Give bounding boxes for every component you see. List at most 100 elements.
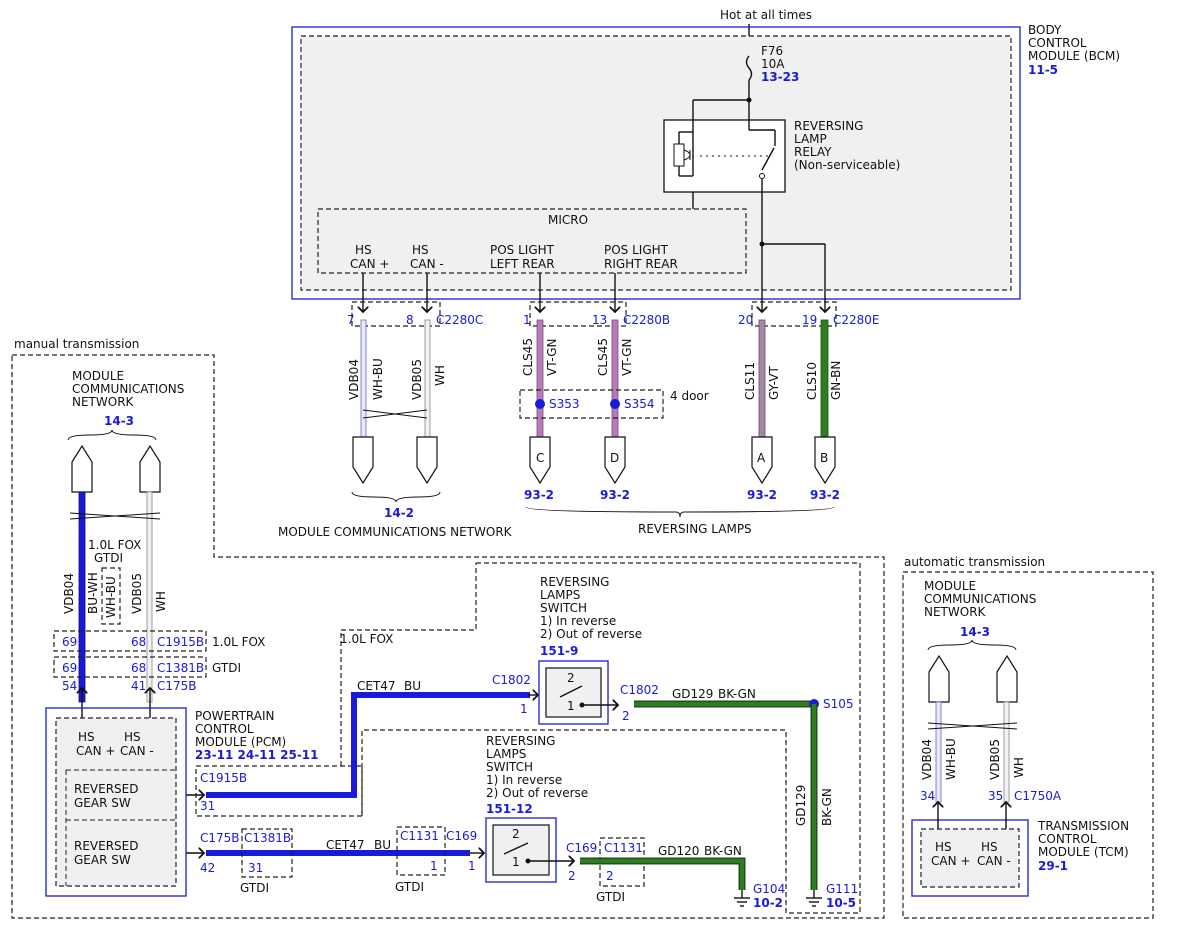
pcm-box [45, 707, 187, 897]
pin-68-a: 68 [131, 635, 146, 649]
manual-fox-conn-label: 1.0L FOX [212, 635, 265, 649]
manual-wire-wh: WH [154, 591, 168, 612]
ref-93-2-c[interactable]: 93-2 [524, 488, 554, 502]
sw1-ref[interactable]: 151-9 [540, 644, 578, 658]
pin-31: 31 [200, 799, 215, 813]
splice-s105-label[interactable]: S105 [823, 697, 854, 711]
sw2-label-4: 1) In reverse [486, 773, 562, 787]
connector-c1915b[interactable]: C1915B [157, 635, 204, 649]
sw1-pos-1: 1 [567, 699, 575, 713]
connector-c175b-pcm[interactable]: C175B [200, 831, 240, 845]
sw2-label-2: LAMPS [486, 747, 526, 761]
wire-cls11: CLS11 [743, 362, 757, 400]
terminal-connector-icon [996, 654, 1018, 703]
pin-8: 8 [406, 313, 414, 327]
connector-c169-a[interactable]: C169 [446, 829, 477, 843]
pin-pos-right-2: RIGHT REAR [604, 257, 678, 271]
connector-c2280c[interactable]: C2280C [436, 313, 483, 327]
tcm-can-plus: CAN + [931, 854, 970, 868]
connector-c1750a[interactable]: C1750A [1014, 789, 1062, 803]
switch1-box[interactable] [538, 660, 609, 725]
pin-7: 7 [347, 313, 355, 327]
auto-mcn-3: NETWORK [924, 605, 987, 619]
tcm-hs-1: HS [935, 840, 952, 854]
wire-gd129-vertical: GD129 [794, 785, 808, 826]
bcm-label-2: CONTROL [1028, 36, 1087, 50]
connector-c1131-b[interactable]: C1131 [604, 841, 643, 855]
connector-c169-b[interactable]: C169 [566, 841, 597, 855]
splice-s353-label[interactable]: S353 [549, 397, 580, 411]
connector-c2280b[interactable]: C2280B [623, 313, 670, 327]
relay-label-1: REVERSING [794, 119, 863, 133]
pin-34: 34 [920, 789, 935, 803]
mcn-top-ref[interactable]: 14-2 [384, 506, 414, 520]
pin-69-b: 69 [62, 661, 77, 675]
wire-whbu: WH-BU [371, 358, 385, 400]
ground-g111-ref[interactable]: 10-5 [826, 896, 856, 910]
terminal-connector-icon [529, 436, 551, 485]
ground-g111[interactable]: G111 [826, 882, 858, 896]
connector-c2280e[interactable]: C2280E [833, 313, 880, 327]
connector-c1915b-pcm[interactable]: C1915B [200, 771, 247, 785]
auto-wire-wh: WH [1012, 757, 1026, 778]
connector-c1802-a[interactable]: C1802 [492, 673, 531, 687]
sw2-gtdi-1: GTDI [395, 880, 424, 894]
switch2-box[interactable] [485, 817, 557, 883]
pcm-label-3: MODULE (PCM) [195, 735, 286, 749]
connector-c1381b-pcm[interactable]: C1381B [244, 831, 291, 845]
wire-vdb04: VDB04 [347, 359, 361, 400]
pin-54: 54 [62, 679, 77, 693]
pcm-can-minus: CAN - [120, 744, 154, 758]
wire-vdb05: VDB05 [410, 359, 424, 400]
sw2-wire-gd120: GD120 [658, 844, 699, 858]
pcm-ref[interactable]: 23-11 24-11 25-11 [195, 748, 319, 762]
manual-wire-whbu: WH-BU [104, 576, 118, 618]
tcm-label-2: CONTROL [1038, 832, 1097, 846]
wire-cet47-fox [206, 692, 530, 798]
manual-transmission-title: manual transmission [14, 337, 139, 351]
tcm-label-1: TRANSMISSION [1037, 819, 1129, 833]
tcm-ref[interactable]: 29-1 [1038, 859, 1068, 873]
ref-93-2-d[interactable]: 93-2 [600, 488, 630, 502]
pin-pos-right-1: POS LIGHT [604, 243, 669, 257]
sw1-pos-2: 2 [567, 671, 575, 685]
ground-g104-ref[interactable]: 10-2 [753, 896, 783, 910]
connector-c1802-b[interactable]: C1802 [620, 683, 659, 697]
auto-mcn-ref[interactable]: 14-3 [960, 625, 990, 639]
ground-icon [806, 890, 822, 907]
connector-c175b[interactable]: C175B [157, 679, 197, 693]
bcm-ref[interactable]: 11-5 [1028, 63, 1058, 77]
manual-mcn-1: MODULE [72, 369, 124, 383]
wire-cls10: CLS10 [805, 362, 819, 400]
relay-label-4: (Non-serviceable) [794, 158, 900, 172]
ground-g104[interactable]: G104 [753, 882, 785, 896]
relay-label-2: LAMP [794, 132, 827, 146]
connector-c1381b[interactable]: C1381B [157, 661, 204, 675]
wire-vtgn-a: VT-GN [545, 339, 559, 376]
connector-c1131-a[interactable]: C1131 [400, 829, 439, 843]
splice-s354-label[interactable]: S354 [624, 397, 655, 411]
wire-gnbn: GN-BN [829, 361, 843, 400]
pcm-reversed-1b: GEAR SW [74, 796, 131, 810]
ground-icon [734, 890, 750, 907]
ref-93-2-a[interactable]: 93-2 [747, 488, 777, 502]
sw2-label-3: SWITCH [486, 760, 533, 774]
wire-vtgn-b: VT-GN [620, 339, 634, 376]
fuse-ref[interactable]: 13-23 [761, 70, 799, 84]
manual-mcn-ref[interactable]: 14-3 [104, 414, 134, 428]
sw2-ref[interactable]: 151-12 [486, 802, 533, 816]
micro-label: MICRO [548, 213, 588, 227]
wire-wh: WH [433, 365, 447, 386]
pin-41: 41 [131, 679, 146, 693]
terminal-a: A [757, 451, 766, 465]
ref-93-2-b[interactable]: 93-2 [810, 488, 840, 502]
auto-mcn-1: MODULE [924, 579, 976, 593]
pcm-label-2: CONTROL [195, 722, 254, 736]
pin-pos-left-2: LEFT REAR [490, 257, 555, 271]
terminal-connector-icon [604, 436, 626, 485]
sw1-label-5: 2) Out of reverse [540, 627, 642, 641]
manual-gtdi-label: GTDI [94, 551, 123, 565]
manual-fox-route-label: 1.0L FOX [340, 632, 393, 646]
sw1-pin-2: 2 [622, 709, 630, 723]
sw2-gtdi-2: GTDI [596, 890, 625, 904]
